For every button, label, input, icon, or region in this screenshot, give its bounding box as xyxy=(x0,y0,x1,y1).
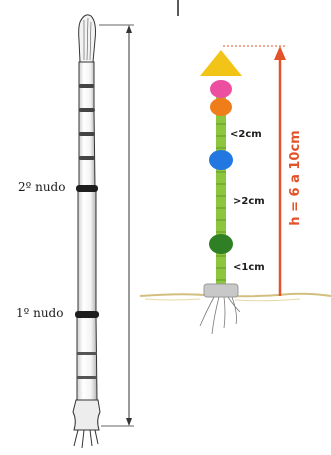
growth-stalk xyxy=(216,92,226,288)
spacing-label-middle: >2cm xyxy=(233,196,265,207)
stem-minor-node xyxy=(79,108,95,112)
soil-texture xyxy=(145,299,300,301)
growth-apex-triangle xyxy=(200,50,242,76)
second-node-band xyxy=(76,185,98,192)
orange-disc xyxy=(210,98,232,116)
stem-base-roots xyxy=(74,430,98,448)
pink-disc xyxy=(210,80,232,98)
spacing-label-upper: <2cm xyxy=(230,129,262,140)
stem-minor-node xyxy=(77,376,97,379)
stem-drawing xyxy=(73,15,100,448)
stem-minor-node xyxy=(77,352,97,355)
stem-internode-lower xyxy=(77,316,97,400)
second-node-label: 2º nudo xyxy=(18,180,65,194)
stem-internode-upper xyxy=(79,62,95,188)
stem-height-dimension xyxy=(99,25,134,426)
stem-minor-node xyxy=(79,84,94,88)
stem-base xyxy=(73,400,100,430)
first-node-label: 1º nudo xyxy=(16,306,63,320)
blue-disc xyxy=(209,150,233,170)
stem-minor-node xyxy=(79,132,95,136)
stem-internode-middle xyxy=(78,190,96,314)
green-disc xyxy=(209,234,233,254)
stem-minor-node xyxy=(79,156,95,160)
growth-roots xyxy=(200,297,240,334)
height-arrow-head xyxy=(274,46,286,60)
first-node-band xyxy=(75,311,99,318)
spacing-label-lower: <1cm xyxy=(233,262,265,273)
growth-base xyxy=(204,284,238,297)
height-label: h = 6 a 10cm xyxy=(288,130,303,225)
